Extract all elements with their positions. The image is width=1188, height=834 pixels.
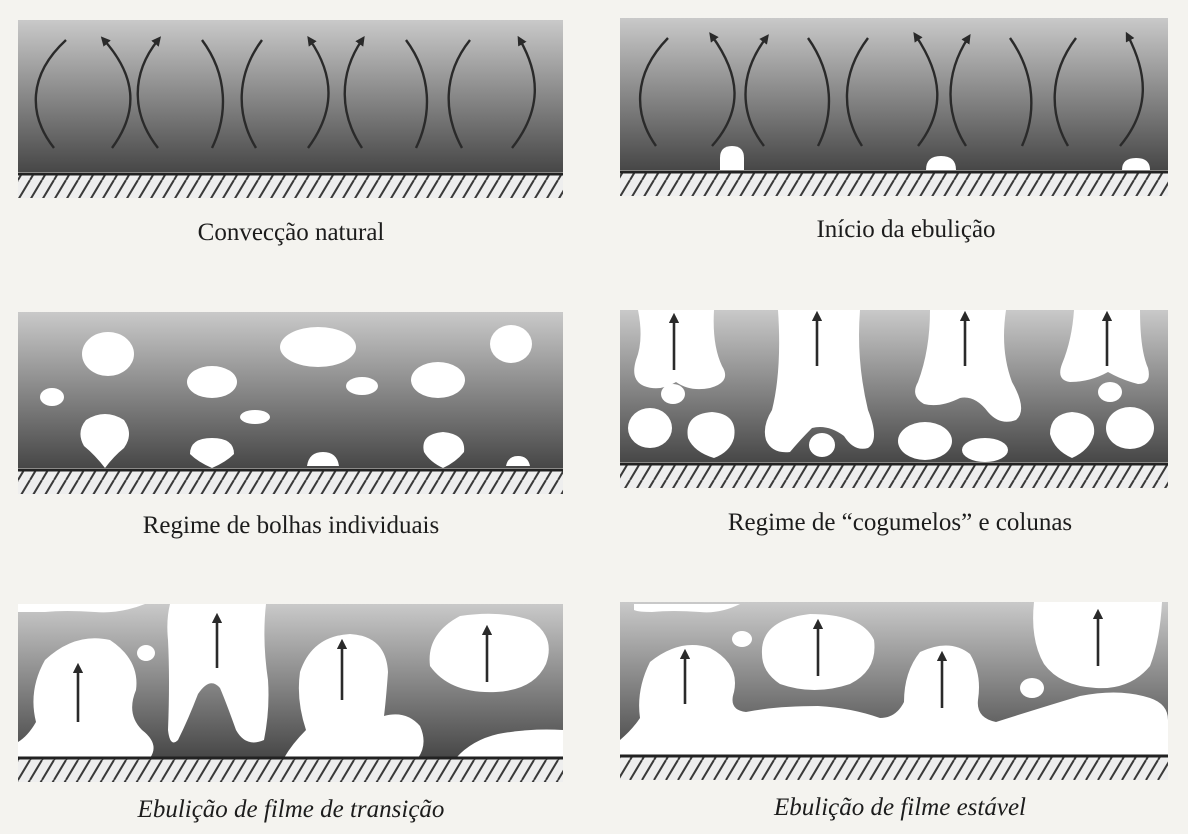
heated-surface [18,470,563,494]
heated-surface [620,172,1168,196]
caption-transition-film-boiling: Ebulição de filme de transição [11,796,571,824]
liquid-layer [620,18,1168,170]
panel-transition-film-boiling [18,604,563,782]
panel-isolated-bubbles [18,312,563,494]
caption-natural-convection: Convecção natural [11,219,571,247]
caption-stable-film-boiling: Ebulição de filme estável [620,794,1180,822]
liquid-layer [18,20,563,172]
panel-slugs-and-columns [620,310,1168,488]
panel-onset-of-boiling [620,18,1168,196]
caption-isolated-bubbles: Regime de bolhas individuais [11,512,571,540]
heated-surface [620,756,1168,780]
panel-stable-film-boiling [620,602,1168,780]
panel-natural-convection [18,20,563,198]
heated-surface [620,464,1168,488]
caption-slugs-and-columns: Regime de “cogumelos” e colunas [620,509,1180,537]
heated-surface [18,174,563,198]
heated-surface [18,758,563,782]
caption-onset-of-boiling: Início da ebulição [626,216,1186,244]
